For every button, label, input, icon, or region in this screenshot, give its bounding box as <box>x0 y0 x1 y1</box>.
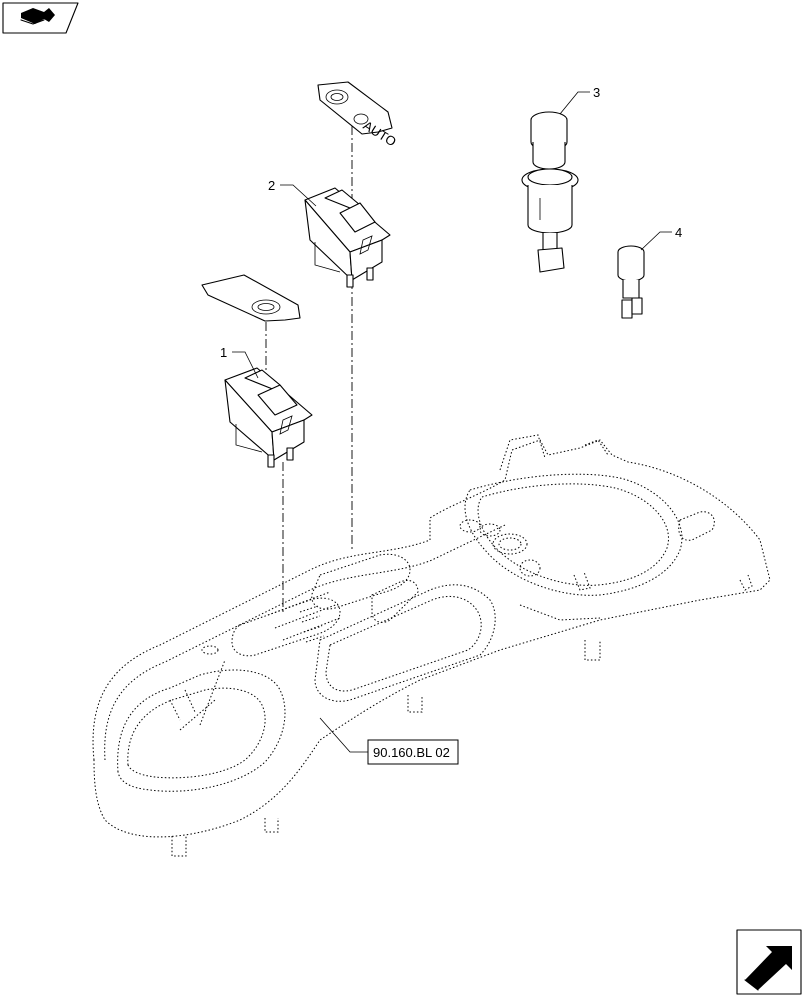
rocker-switch-2 <box>304 187 391 288</box>
callout-leaders <box>232 91 672 753</box>
callout-2: 2 <box>268 178 275 193</box>
callout-1: 1 <box>220 345 227 360</box>
callout-3: 3 <box>593 85 600 100</box>
push-switch-4 <box>617 245 645 319</box>
next-page-arrow-icon[interactable] <box>736 929 802 995</box>
push-switch-3 <box>521 111 579 273</box>
console-panel <box>92 434 771 857</box>
reference-label[interactable]: 90.160.BL 02 <box>373 745 450 760</box>
rocker-switch-1 <box>224 367 313 468</box>
callout-4: 4 <box>675 225 682 240</box>
switch-decal-auto: AUTO <box>317 81 399 149</box>
book-arrow-icon[interactable] <box>2 2 79 34</box>
reference-link[interactable]: 90.160.BL 02 <box>367 739 459 765</box>
switch-decal <box>201 274 301 322</box>
